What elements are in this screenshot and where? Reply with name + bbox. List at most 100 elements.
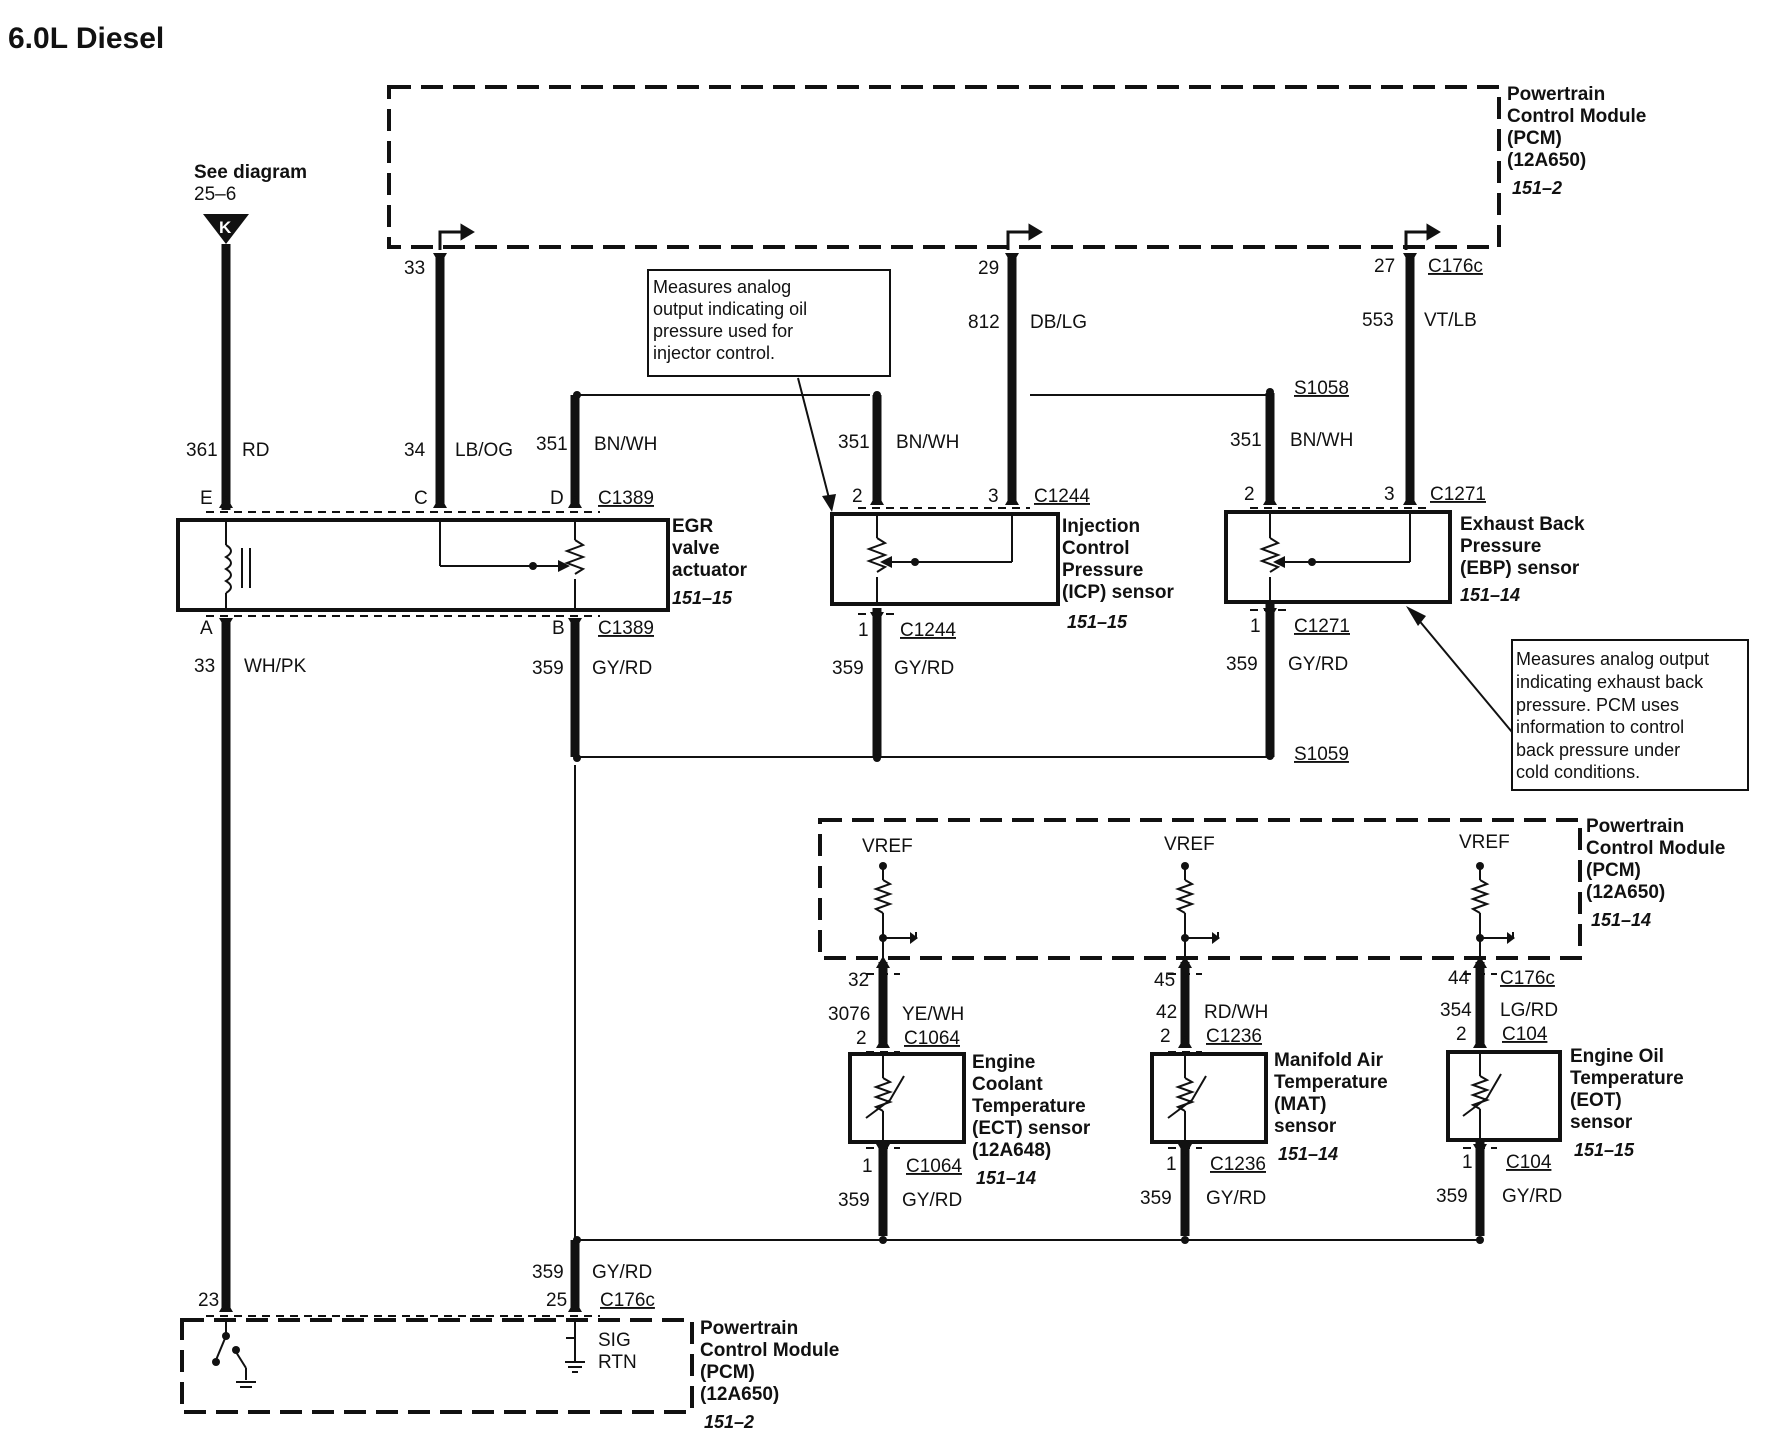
svg-text:C1389: C1389 — [598, 618, 654, 639]
svg-text:359: 359 — [1226, 654, 1258, 675]
ebp-label: Exhaust Back Pressure (EBP) sensor 151–1… — [1460, 514, 1585, 605]
svg-text:back pressure under: back pressure under — [1516, 740, 1680, 760]
see-diagram-ref: See diagram 25–6 K — [194, 162, 307, 244]
ebp-sensor-box — [1224, 510, 1452, 604]
svg-text:GY/RD: GY/RD — [1502, 1186, 1562, 1207]
svg-text:RD/WH: RD/WH — [1204, 1002, 1268, 1023]
pcm-bottom-internals — [215, 1320, 585, 1388]
svg-text:42: 42 — [1156, 1002, 1177, 1023]
svg-text:BN/WH: BN/WH — [896, 432, 959, 453]
svg-text:S1059: S1059 — [1294, 744, 1349, 765]
svg-text:34: 34 — [404, 440, 426, 461]
sig-label: SIG — [598, 1330, 631, 1351]
svg-text:Pressure: Pressure — [1460, 536, 1541, 557]
svg-text:359: 359 — [832, 658, 864, 679]
svg-text:359: 359 — [1436, 1186, 1468, 1207]
svg-text:151–15: 151–15 — [1574, 1140, 1635, 1160]
svg-text:Injection: Injection — [1062, 516, 1140, 537]
svg-text:C1389: C1389 — [598, 488, 654, 509]
svg-text:A: A — [200, 618, 213, 639]
vref-resistors — [873, 866, 1514, 958]
pcm-mid-label: Powertrain Control Module (PCM) (12A650)… — [1586, 816, 1725, 930]
pcm-top-label: Powertrain Control Module (PCM) (12A650)… — [1507, 84, 1646, 198]
svg-text:C: C — [414, 488, 428, 509]
svg-text:C104: C104 — [1506, 1152, 1552, 1173]
ebp-internals — [1259, 512, 1411, 602]
svg-text:C1236: C1236 — [1210, 1154, 1266, 1175]
svg-text:1: 1 — [1250, 616, 1261, 637]
svg-text:553: 553 — [1362, 310, 1394, 331]
svg-text:Coolant: Coolant — [972, 1074, 1043, 1095]
svg-text:23: 23 — [198, 1290, 219, 1311]
svg-text:Engine Oil: Engine Oil — [1570, 1046, 1664, 1067]
svg-text:cold conditions.: cold conditions. — [1516, 762, 1640, 782]
svg-text:Control: Control — [1062, 538, 1130, 559]
icp-sensor-box — [830, 512, 1060, 606]
splice-dots — [573, 388, 1484, 1244]
svg-text:GY/RD: GY/RD — [592, 658, 652, 679]
svg-text:(ECT) sensor: (ECT) sensor — [972, 1118, 1091, 1139]
svg-text:Measures analog: Measures analog — [653, 277, 791, 297]
svg-text:2: 2 — [852, 486, 863, 507]
svg-text:Control Module: Control Module — [1507, 106, 1646, 127]
svg-text:151–2: 151–2 — [704, 1412, 754, 1432]
svg-text:LB/OG: LB/OG — [455, 440, 513, 461]
note-icp-box — [647, 269, 891, 377]
svg-text:151–2: 151–2 — [1512, 178, 1562, 198]
svg-text:2: 2 — [1456, 1024, 1467, 1045]
pcm-top-flag-marks — [438, 223, 1441, 250]
svg-text:valve: valve — [672, 538, 720, 559]
svg-text:C1271: C1271 — [1430, 484, 1486, 505]
svg-text:LG/RD: LG/RD — [1500, 1000, 1558, 1021]
svg-text:indicating exhaust back: indicating exhaust back — [1516, 672, 1704, 692]
svg-text:Measures analog output: Measures analog output — [1516, 649, 1709, 669]
rtn-label: RTN — [598, 1352, 637, 1373]
svg-text:B: B — [552, 618, 565, 639]
vref-label-eot: VREF — [1459, 832, 1510, 853]
svg-text:YE/WH: YE/WH — [902, 1004, 964, 1025]
svg-text:151–14: 151–14 — [1460, 585, 1520, 605]
svg-text:(12A648): (12A648) — [972, 1140, 1051, 1161]
svg-text:25–6: 25–6 — [194, 184, 236, 205]
svg-text:C104: C104 — [1502, 1024, 1548, 1045]
svg-text:(PCM): (PCM) — [1507, 128, 1562, 149]
svg-text:151–15: 151–15 — [672, 588, 733, 608]
svg-text:(12A650): (12A650) — [1586, 882, 1665, 903]
pcm-bottom-box — [180, 1318, 694, 1414]
svg-text:C1236: C1236 — [1206, 1026, 1262, 1047]
svg-text:Control Module: Control Module — [1586, 838, 1725, 859]
wires — [221, 244, 1485, 1310]
note-ebp: Measures analog output indicating exhaus… — [1516, 649, 1709, 782]
svg-text:WH/PK: WH/PK — [244, 656, 307, 677]
svg-text:(12A650): (12A650) — [1507, 150, 1586, 171]
svg-text:GY/RD: GY/RD — [592, 1262, 652, 1283]
svg-text:27: 27 — [1374, 256, 1395, 277]
svg-text:Engine: Engine — [972, 1052, 1035, 1073]
pcm-bottom-nodes — [212, 1332, 240, 1366]
svg-text:GY/RD: GY/RD — [1206, 1188, 1266, 1209]
wire-labels: 361 RD E A 33 WH/PK 23 33 34 LB/OG C 351… — [186, 256, 1562, 1311]
svg-text:1: 1 — [1166, 1154, 1177, 1175]
svg-text:351: 351 — [536, 434, 568, 455]
svg-text:45: 45 — [1154, 970, 1175, 991]
diagram-title: 6.0L Diesel — [8, 22, 164, 55]
svg-text:(EBP) sensor: (EBP) sensor — [1460, 558, 1580, 579]
svg-text:C176c: C176c — [1500, 968, 1555, 989]
svg-text:359: 359 — [838, 1190, 870, 1211]
egr-label: EGR valve actuator 151–15 — [672, 516, 748, 608]
thermistor-boxes — [848, 1050, 1562, 1144]
svg-text:D: D — [550, 488, 564, 509]
svg-text:3: 3 — [988, 486, 999, 507]
svg-text:25: 25 — [546, 1290, 567, 1311]
svg-text:GY/RD: GY/RD — [894, 658, 954, 679]
eot-label: Engine Oil Temperature (EOT) sensor 151–… — [1570, 1046, 1684, 1160]
vref-label-mat: VREF — [1164, 834, 1215, 855]
svg-text:actuator: actuator — [672, 560, 748, 581]
vref-label-ect: VREF — [862, 836, 913, 857]
svg-text:Manifold Air: Manifold Air — [1274, 1050, 1384, 1071]
vref-nodes — [879, 862, 1515, 944]
svg-text:1: 1 — [858, 620, 869, 641]
svg-text:151–14: 151–14 — [1278, 1144, 1338, 1164]
svg-text:Temperature: Temperature — [972, 1096, 1086, 1117]
